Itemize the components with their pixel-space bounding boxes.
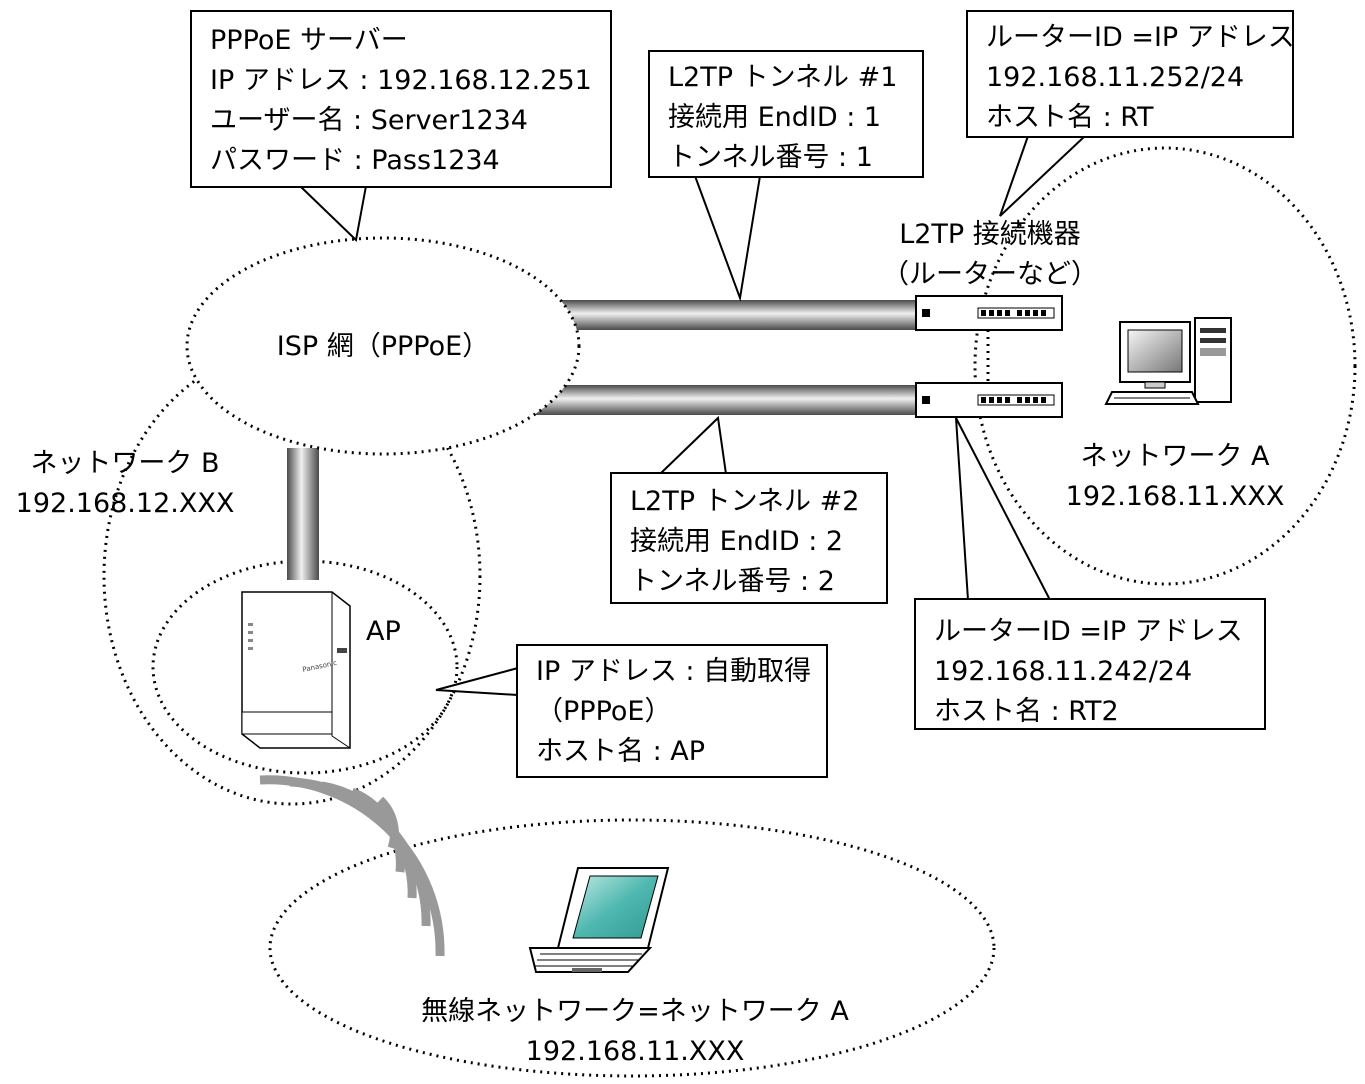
wireless-network-label: 無線ネットワーク=ネットワーク A 192.168.11.XXX — [380, 992, 890, 1072]
isp-ap-pipe — [287, 448, 319, 580]
router-rt2-ip: 192.168.11.242/24 — [934, 656, 1193, 687]
router-rt-box: ルーターID =IP アドレス 192.168.11.252/24 ホスト名 :… — [966, 10, 1295, 138]
ap-info-box: IP アドレス : 自動取得 （PPPoE） ホスト名 : AP — [516, 644, 828, 778]
network-a-name: ネットワーク A — [1080, 441, 1270, 472]
router-rt2-id-label: ルーターID =IP アドレス — [934, 616, 1243, 647]
pppoe-server-user: ユーザー名 : Server1234 — [210, 105, 528, 136]
access-point-icon — [241, 591, 351, 749]
network-a-ellipse — [973, 146, 1357, 586]
network-b-address: 192.168.12.XXX — [15, 488, 235, 519]
network-b-ellipse — [102, 346, 482, 806]
pppoe-server-ip: IP アドレス : 192.168.12.251 — [210, 65, 592, 96]
tunnel2-title: L2TP トンネル #2 — [630, 486, 860, 517]
isp-network-ellipse — [185, 236, 581, 456]
l2tp-device-subtitle: （ルーターなど） — [882, 259, 1098, 290]
tunnel2-number: トンネル番号 : 2 — [630, 566, 835, 597]
ap-info-hostname: ホスト名 : AP — [536, 736, 706, 767]
tunnel2-endid: 接続用 EndID : 2 — [630, 526, 844, 557]
pppoe-server-title: PPPoE サーバー — [210, 25, 408, 56]
l2tp-device-title: L2TP 接続機器 — [899, 219, 1081, 250]
router-rt-hostname: ホスト名 : RT — [986, 102, 1154, 133]
tunnel1-pipe — [520, 300, 920, 330]
router-rt2-box: ルーターID =IP アドレス 192.168.11.242/24 ホスト名 :… — [914, 598, 1266, 730]
network-b-label: ネットワーク B 192.168.12.XXX — [0, 444, 250, 524]
ap-label: AP — [366, 616, 401, 647]
router-rt-icon — [915, 295, 1063, 331]
router-rt2-hostname: ホスト名 : RT2 — [934, 696, 1119, 727]
pppoe-server-password: パスワード : Pass1234 — [210, 145, 500, 176]
wireless-network-address: 192.168.11.XXX — [525, 1036, 745, 1067]
network-a-address: 192.168.11.XXX — [1065, 481, 1285, 512]
pppoe-server-box: PPPoE サーバー IP アドレス : 192.168.12.251 ユーザー… — [190, 10, 612, 188]
router-rt-ip: 192.168.11.252/24 — [986, 62, 1245, 93]
router-rt2-icon — [915, 382, 1063, 418]
network-a-label: ネットワーク A 192.168.11.XXX — [1050, 437, 1300, 517]
tunnel2-pipe — [520, 385, 920, 415]
laptop-icon — [528, 867, 670, 973]
network-b-name: ネットワーク B — [30, 448, 220, 479]
wireless-network-ellipse — [268, 818, 996, 1078]
ap-info-pppoe: （PPPoE） — [536, 696, 672, 727]
tunnel1-box: L2TP トンネル #1 接続用 EndID : 1 トンネル番号 : 1 — [648, 50, 924, 178]
wireless-network-name: 無線ネットワーク=ネットワーク A — [421, 996, 849, 1027]
tunnel1-endid: 接続用 EndID : 1 — [668, 102, 882, 133]
l2tp-device-label: L2TP 接続機器 （ルーターなど） — [880, 215, 1100, 295]
tunnel2-box: L2TP トンネル #2 接続用 EndID : 2 トンネル番号 : 2 — [610, 472, 888, 604]
isp-network-label: ISP 網（PPPoE） — [276, 331, 490, 362]
ap-info-ip: IP アドレス : 自動取得 — [536, 656, 812, 687]
ap-ellipse — [151, 559, 459, 775]
desktop-computer-icon — [1104, 317, 1232, 405]
router-rt-id-label: ルーターID =IP アドレス — [986, 22, 1295, 53]
wifi-waves-icon — [259, 775, 445, 957]
tunnel1-title: L2TP トンネル #1 — [668, 62, 898, 93]
tunnel1-number: トンネル番号 : 1 — [668, 142, 873, 173]
